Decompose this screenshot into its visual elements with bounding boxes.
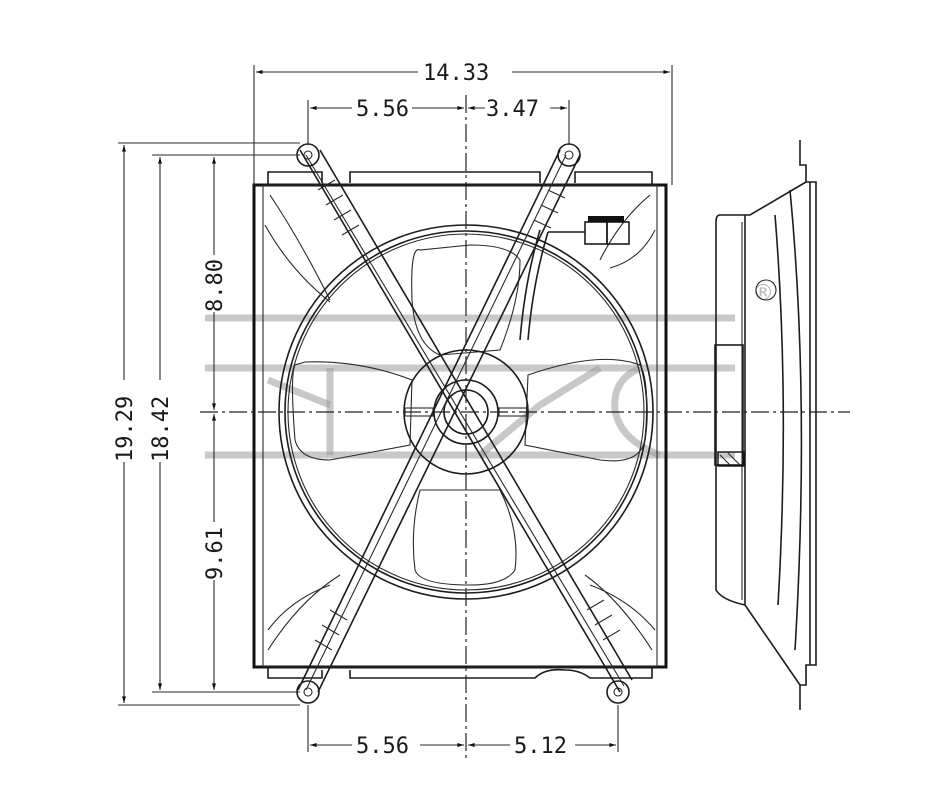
registered-mark: ® xyxy=(752,281,774,306)
mount-eye-top-right xyxy=(557,143,581,167)
dimensions: 14.33 5.56 3.47 5.56 5.12 19.29 18.42 8.… xyxy=(113,61,673,759)
mount-eye-bottom-right xyxy=(606,680,630,704)
dim-overall-width: 14.33 xyxy=(423,61,489,86)
mount-eye-bottom-left xyxy=(296,680,320,704)
dim-upper-height: 8.80 xyxy=(203,259,228,312)
dim-top-left-mount: 5.56 xyxy=(356,97,409,122)
front-view xyxy=(200,95,850,760)
dim-bottom-left-mount: 5.56 xyxy=(356,734,409,759)
electrical-connector xyxy=(584,216,630,245)
dim-bottom-right-mount: 5.12 xyxy=(514,734,567,759)
dim-overall-height: 19.29 xyxy=(113,396,138,462)
side-view xyxy=(714,140,817,710)
dim-top-right-mount: 3.47 xyxy=(486,97,539,122)
dim-lower-height: 9.61 xyxy=(203,527,228,580)
dim-mount-height: 18.42 xyxy=(149,396,174,462)
